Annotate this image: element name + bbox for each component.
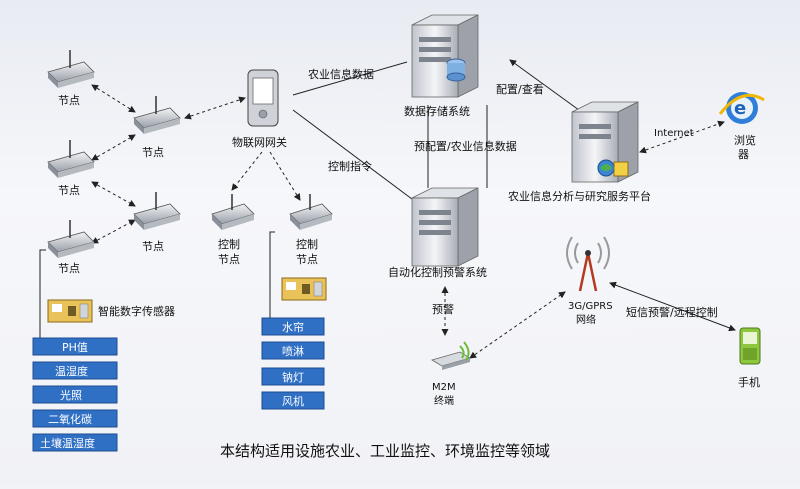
data-storage-server: 数据存储系统 <box>404 14 479 118</box>
edge-label-agri-data: 农业信息数据 <box>308 67 374 81</box>
mobile-phone-icon: 手机 <box>738 327 761 389</box>
svg-text:温湿度: 温湿度 <box>55 364 88 378</box>
actuator-item: 喷淋 <box>261 341 325 360</box>
node-label: 节点 <box>142 146 164 159</box>
actuator-item: 水帘 <box>261 317 325 336</box>
sensor-value-item: 土壤温湿度 <box>32 433 118 452</box>
control-node-2: 控制 节点 <box>289 194 333 266</box>
browser-label: 浏览 <box>734 133 756 147</box>
control-node-label: 节点 <box>218 253 240 266</box>
node-label: 节点 <box>58 184 80 197</box>
svg-text:土壤温湿度: 土壤温湿度 <box>40 436 95 450</box>
network-label: 3G/GPRS <box>568 301 613 312</box>
m2m-label: 终端 <box>434 394 454 407</box>
svg-text:e: e <box>734 98 746 119</box>
sensor-value-item: 二氧化碳 <box>32 409 118 428</box>
sensor-node-3: 节点 <box>47 140 95 197</box>
browser-icon: e 浏览 器 <box>718 92 765 161</box>
sensor-node-1: 节点 <box>47 50 95 107</box>
svg-text:喷淋: 喷淋 <box>282 345 304 358</box>
control-node-label: 节点 <box>296 253 318 266</box>
svg-text:二氧化碳: 二氧化碳 <box>48 412 92 426</box>
control-node-1: 控制 节点 <box>211 194 255 266</box>
gateway-label: 物联网网关 <box>232 135 287 149</box>
m2m-label: M2M <box>432 382 456 393</box>
sensor-node-2: 节点 <box>133 96 181 159</box>
svg-text:钠灯: 钠灯 <box>282 370 304 384</box>
edge-label-alarm: 预警 <box>432 302 454 316</box>
node-label: 节点 <box>58 94 80 107</box>
actuator-item: 钠灯 <box>261 367 325 386</box>
svg-text:水帘: 水帘 <box>282 320 304 334</box>
network-label: 网络 <box>576 313 596 326</box>
control-board <box>281 277 327 301</box>
m2m-terminal-icon: M2M 终端 <box>431 341 471 407</box>
svg-text:风机: 风机 <box>282 394 304 408</box>
data-storage-label: 数据存储系统 <box>404 104 470 118</box>
svg-text:光照: 光照 <box>60 388 82 402</box>
iot-gateway: 物联网网关 <box>232 69 287 149</box>
sensor-value-item: 光照 <box>32 385 118 404</box>
svg-text:PH值: PH值 <box>62 341 88 354</box>
sensor-node-4: 节点 <box>133 192 181 253</box>
cell-tower-icon: 3G/GPRS 网络 <box>566 236 613 326</box>
smart-sensor: 智能数字传感器 <box>47 299 175 323</box>
sensor-value-item: PH值 <box>32 337 118 356</box>
edge-label-preconfig: 预配置/农业信息数据 <box>414 139 517 153</box>
sensor-node-5: 节点 <box>47 220 95 275</box>
edge-labels: 农业信息数据 配置/查看 Internet 控制指令 预配置/农业信息数据 预警… <box>308 67 718 319</box>
edge-label-sms: 短信预警/远程控制 <box>626 305 718 319</box>
node-label: 节点 <box>142 240 164 253</box>
sensor-value-list: PH值 温湿度 光照 二氧化碳 土壤温湿度 <box>32 337 118 452</box>
auto-control-label: 自动化控制预警系统 <box>388 265 487 279</box>
browser-label: 器 <box>738 148 749 161</box>
phone-label: 手机 <box>738 375 760 389</box>
connection-lines <box>39 59 736 359</box>
edge-label-internet: Internet <box>654 128 694 139</box>
auto-control-server: 自动化控制预警系统 <box>388 187 487 279</box>
actuator-list: 水帘 喷淋 钠灯 风机 <box>261 317 325 410</box>
analysis-platform-server: 农业信息分析与研究服务平台 <box>508 101 651 203</box>
control-node-label: 控制 <box>218 237 240 251</box>
analysis-platform-label: 农业信息分析与研究服务平台 <box>508 189 651 203</box>
sensor-value-item: 温湿度 <box>32 361 118 380</box>
footer-caption: 本结构适用设施农业、工业监控、环境监控等领域 <box>220 442 550 460</box>
node-label: 节点 <box>58 262 80 275</box>
sensor-label: 智能数字传感器 <box>98 304 175 318</box>
edge-label-config-view: 配置/查看 <box>496 82 544 96</box>
control-node-label: 控制 <box>296 237 318 251</box>
edge-label-control-cmd: 控制指令 <box>328 159 372 173</box>
actuator-item: 风机 <box>261 391 325 410</box>
